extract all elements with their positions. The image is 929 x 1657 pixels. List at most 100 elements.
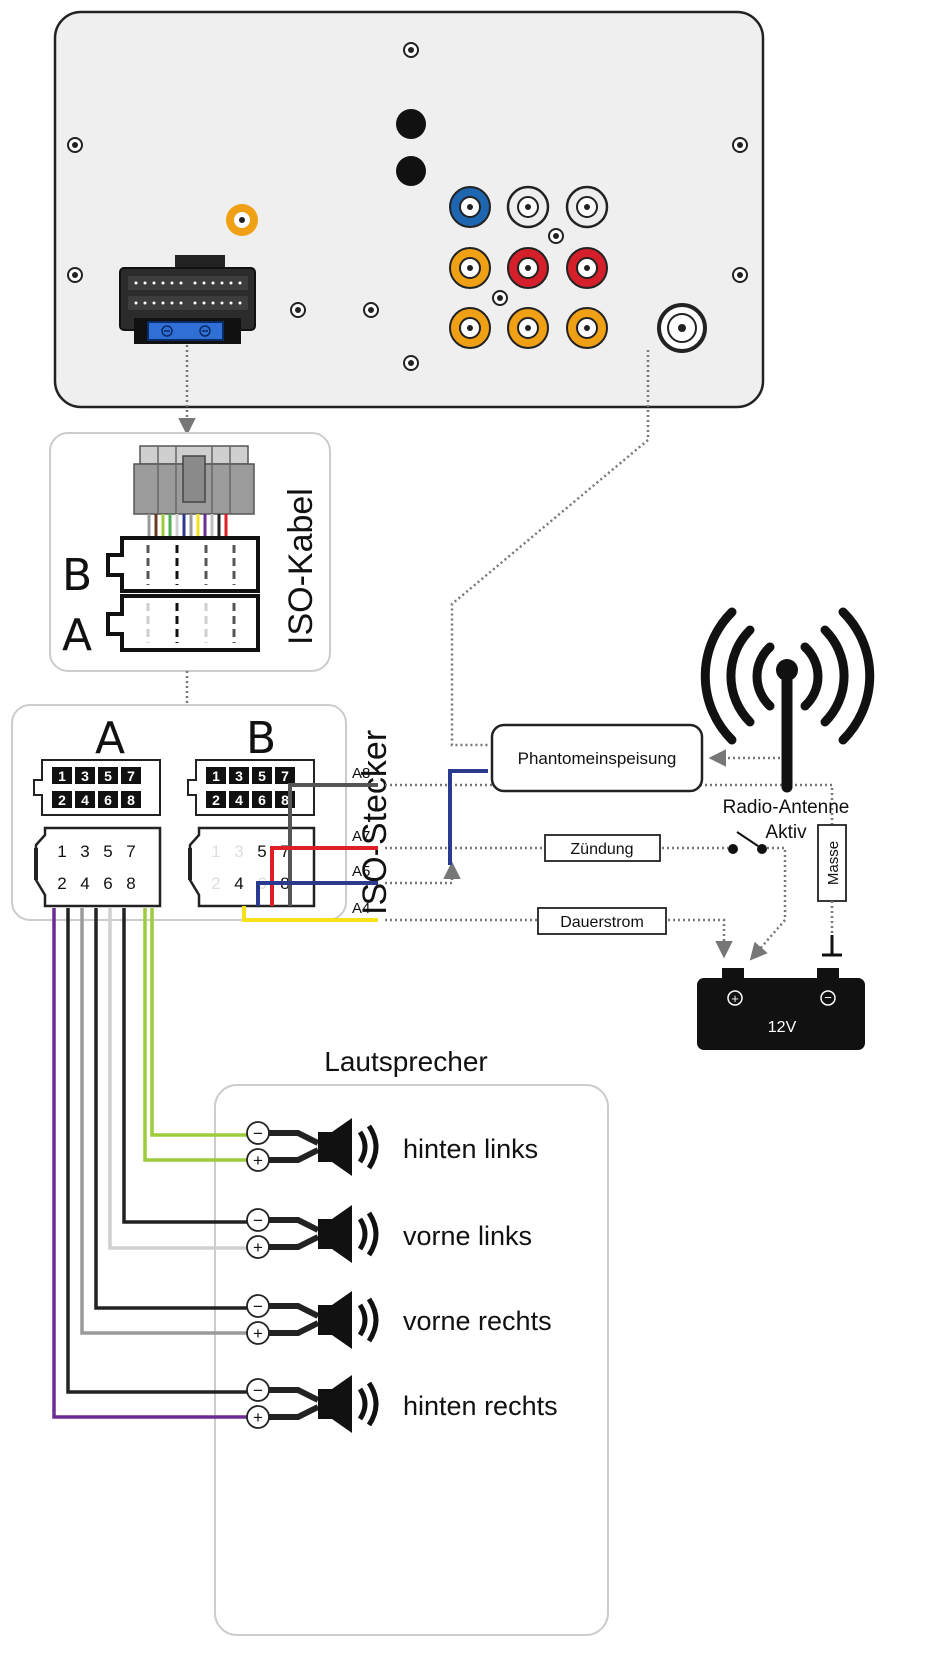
- rca-jack-icon: [507, 247, 549, 289]
- pin-number: 1: [212, 768, 220, 784]
- switch-icon: [728, 831, 767, 854]
- pin-number: 3: [80, 842, 89, 861]
- pin-number: 7: [127, 768, 135, 784]
- battery-icon: + − 12V: [697, 968, 865, 1050]
- pin-number: 2: [211, 874, 220, 893]
- rca-jack-icon: [565, 185, 609, 229]
- screw-icon: [492, 290, 508, 306]
- pin-number: 2: [57, 874, 66, 893]
- speaker-label: hinten links: [403, 1134, 538, 1164]
- ignition-box: Zündung: [544, 834, 661, 862]
- iso-cable-label-b: B: [62, 550, 92, 601]
- pin-number: 5: [258, 768, 266, 784]
- screw-icon: [548, 228, 564, 244]
- phantom-feed-box: Phantomeinspeisung: [490, 723, 704, 793]
- pin-number: 4: [234, 874, 243, 893]
- speakers-panel: [214, 1084, 609, 1636]
- wire-a4: [242, 906, 378, 922]
- pin-number: 1: [58, 768, 66, 784]
- rca-jack-icon: [226, 204, 258, 236]
- mount-hole: [396, 109, 426, 139]
- minus-sign: −: [253, 1211, 263, 1230]
- speaker-row: − + hinten links: [246, 1118, 538, 1176]
- dotted-connections: [385, 350, 834, 961]
- ground-box: Masse: [817, 824, 847, 957]
- iso-cable-title: ISO-Kabel: [282, 488, 320, 645]
- pin-number: 2: [212, 792, 220, 808]
- wire-label-a4: A4: [352, 900, 370, 917]
- rca-jack-icon: [566, 247, 608, 289]
- battery-minus: −: [824, 990, 832, 1005]
- speaker-icon: [269, 1375, 379, 1433]
- rca-jack-icon: [449, 247, 491, 289]
- speaker-icon: [269, 1118, 379, 1176]
- antenna-label-line2: Aktiv: [765, 822, 807, 843]
- battery-plus: +: [731, 991, 739, 1006]
- rca-jack-icon: [506, 185, 550, 229]
- iso-connector-panel: A B ISO-Stecker 1 3 5 7 2 4 6 8 1 3 5: [11, 704, 394, 921]
- permanent-label: Dauerstrom: [560, 914, 644, 931]
- wire-label-a5: A5: [352, 863, 370, 880]
- wire-a5: [256, 881, 378, 906]
- screw-icon: [290, 302, 306, 318]
- screw-icon: [732, 137, 748, 153]
- speaker-wires: [52, 908, 250, 1419]
- antenna-socket-icon: [657, 303, 707, 353]
- screw-icon: [67, 267, 83, 283]
- screw-icon: [403, 355, 419, 371]
- head-unit-iso-socket: [119, 255, 256, 344]
- screw-icon: [403, 42, 419, 58]
- rca-jack-icon: [449, 186, 491, 228]
- pin-number: 6: [104, 792, 112, 808]
- speaker-icon: [269, 1291, 379, 1349]
- antenna-icon: [700, 607, 875, 793]
- iso-connector-label-b: B: [246, 713, 276, 764]
- pin-number: 5: [103, 842, 112, 861]
- pin-number: 5: [257, 842, 266, 861]
- iso-cable-panel: B A ISO-Kabel: [49, 432, 331, 672]
- pin-number: 2: [58, 792, 66, 808]
- iso-connector-title: ISO-Stecker: [356, 730, 394, 915]
- pin-number: 3: [234, 842, 243, 861]
- minus-sign: −: [253, 1124, 263, 1143]
- phantom-lead: [448, 769, 488, 865]
- pin-number: 4: [80, 874, 89, 893]
- wire-a7: [270, 846, 378, 906]
- iso-cable-block-b: [106, 536, 260, 593]
- pin-number: 1: [57, 842, 66, 861]
- plus-sign: +: [253, 1408, 263, 1427]
- wire-labels: A8 A7 A5 A4: [352, 765, 370, 917]
- pin-number: 6: [258, 792, 266, 808]
- mount-hole: [396, 156, 426, 186]
- plus-sign: +: [253, 1324, 263, 1343]
- wire-a8: [288, 783, 378, 906]
- pin-number: 4: [81, 792, 89, 808]
- screw-icon: [363, 302, 379, 318]
- pin-number: 5: [104, 768, 112, 784]
- ground-label: Masse: [825, 841, 842, 885]
- pin-number: 1: [211, 842, 220, 861]
- screw-icon: [67, 137, 83, 153]
- pin-number: 7: [126, 842, 135, 861]
- screw-icon: [732, 267, 748, 283]
- plus-sign: +: [253, 1151, 263, 1170]
- rca-jack-icon: [507, 307, 549, 349]
- pin-number: 8: [127, 792, 135, 808]
- minus-sign: −: [253, 1297, 263, 1316]
- power-wires: [242, 783, 378, 922]
- pin-number: 4: [235, 792, 243, 808]
- rca-jack-icon: [566, 307, 608, 349]
- pin-number: 3: [81, 768, 89, 784]
- speaker-row: − + vorne links: [246, 1205, 532, 1263]
- pin-number: 8: [126, 874, 135, 893]
- pin-number: 7: [280, 842, 289, 861]
- battery-label: 12V: [768, 1019, 797, 1036]
- ignition-label: Zündung: [570, 841, 633, 858]
- plus-sign: +: [253, 1238, 263, 1257]
- iso-wiring-block-b: [188, 826, 316, 908]
- speaker-row: − + hinten rechts: [246, 1375, 558, 1433]
- iso-cable-label-a: A: [62, 610, 92, 661]
- permanent-power-box: Dauerstrom: [537, 907, 667, 935]
- iso-wiring-block-a: [34, 826, 162, 908]
